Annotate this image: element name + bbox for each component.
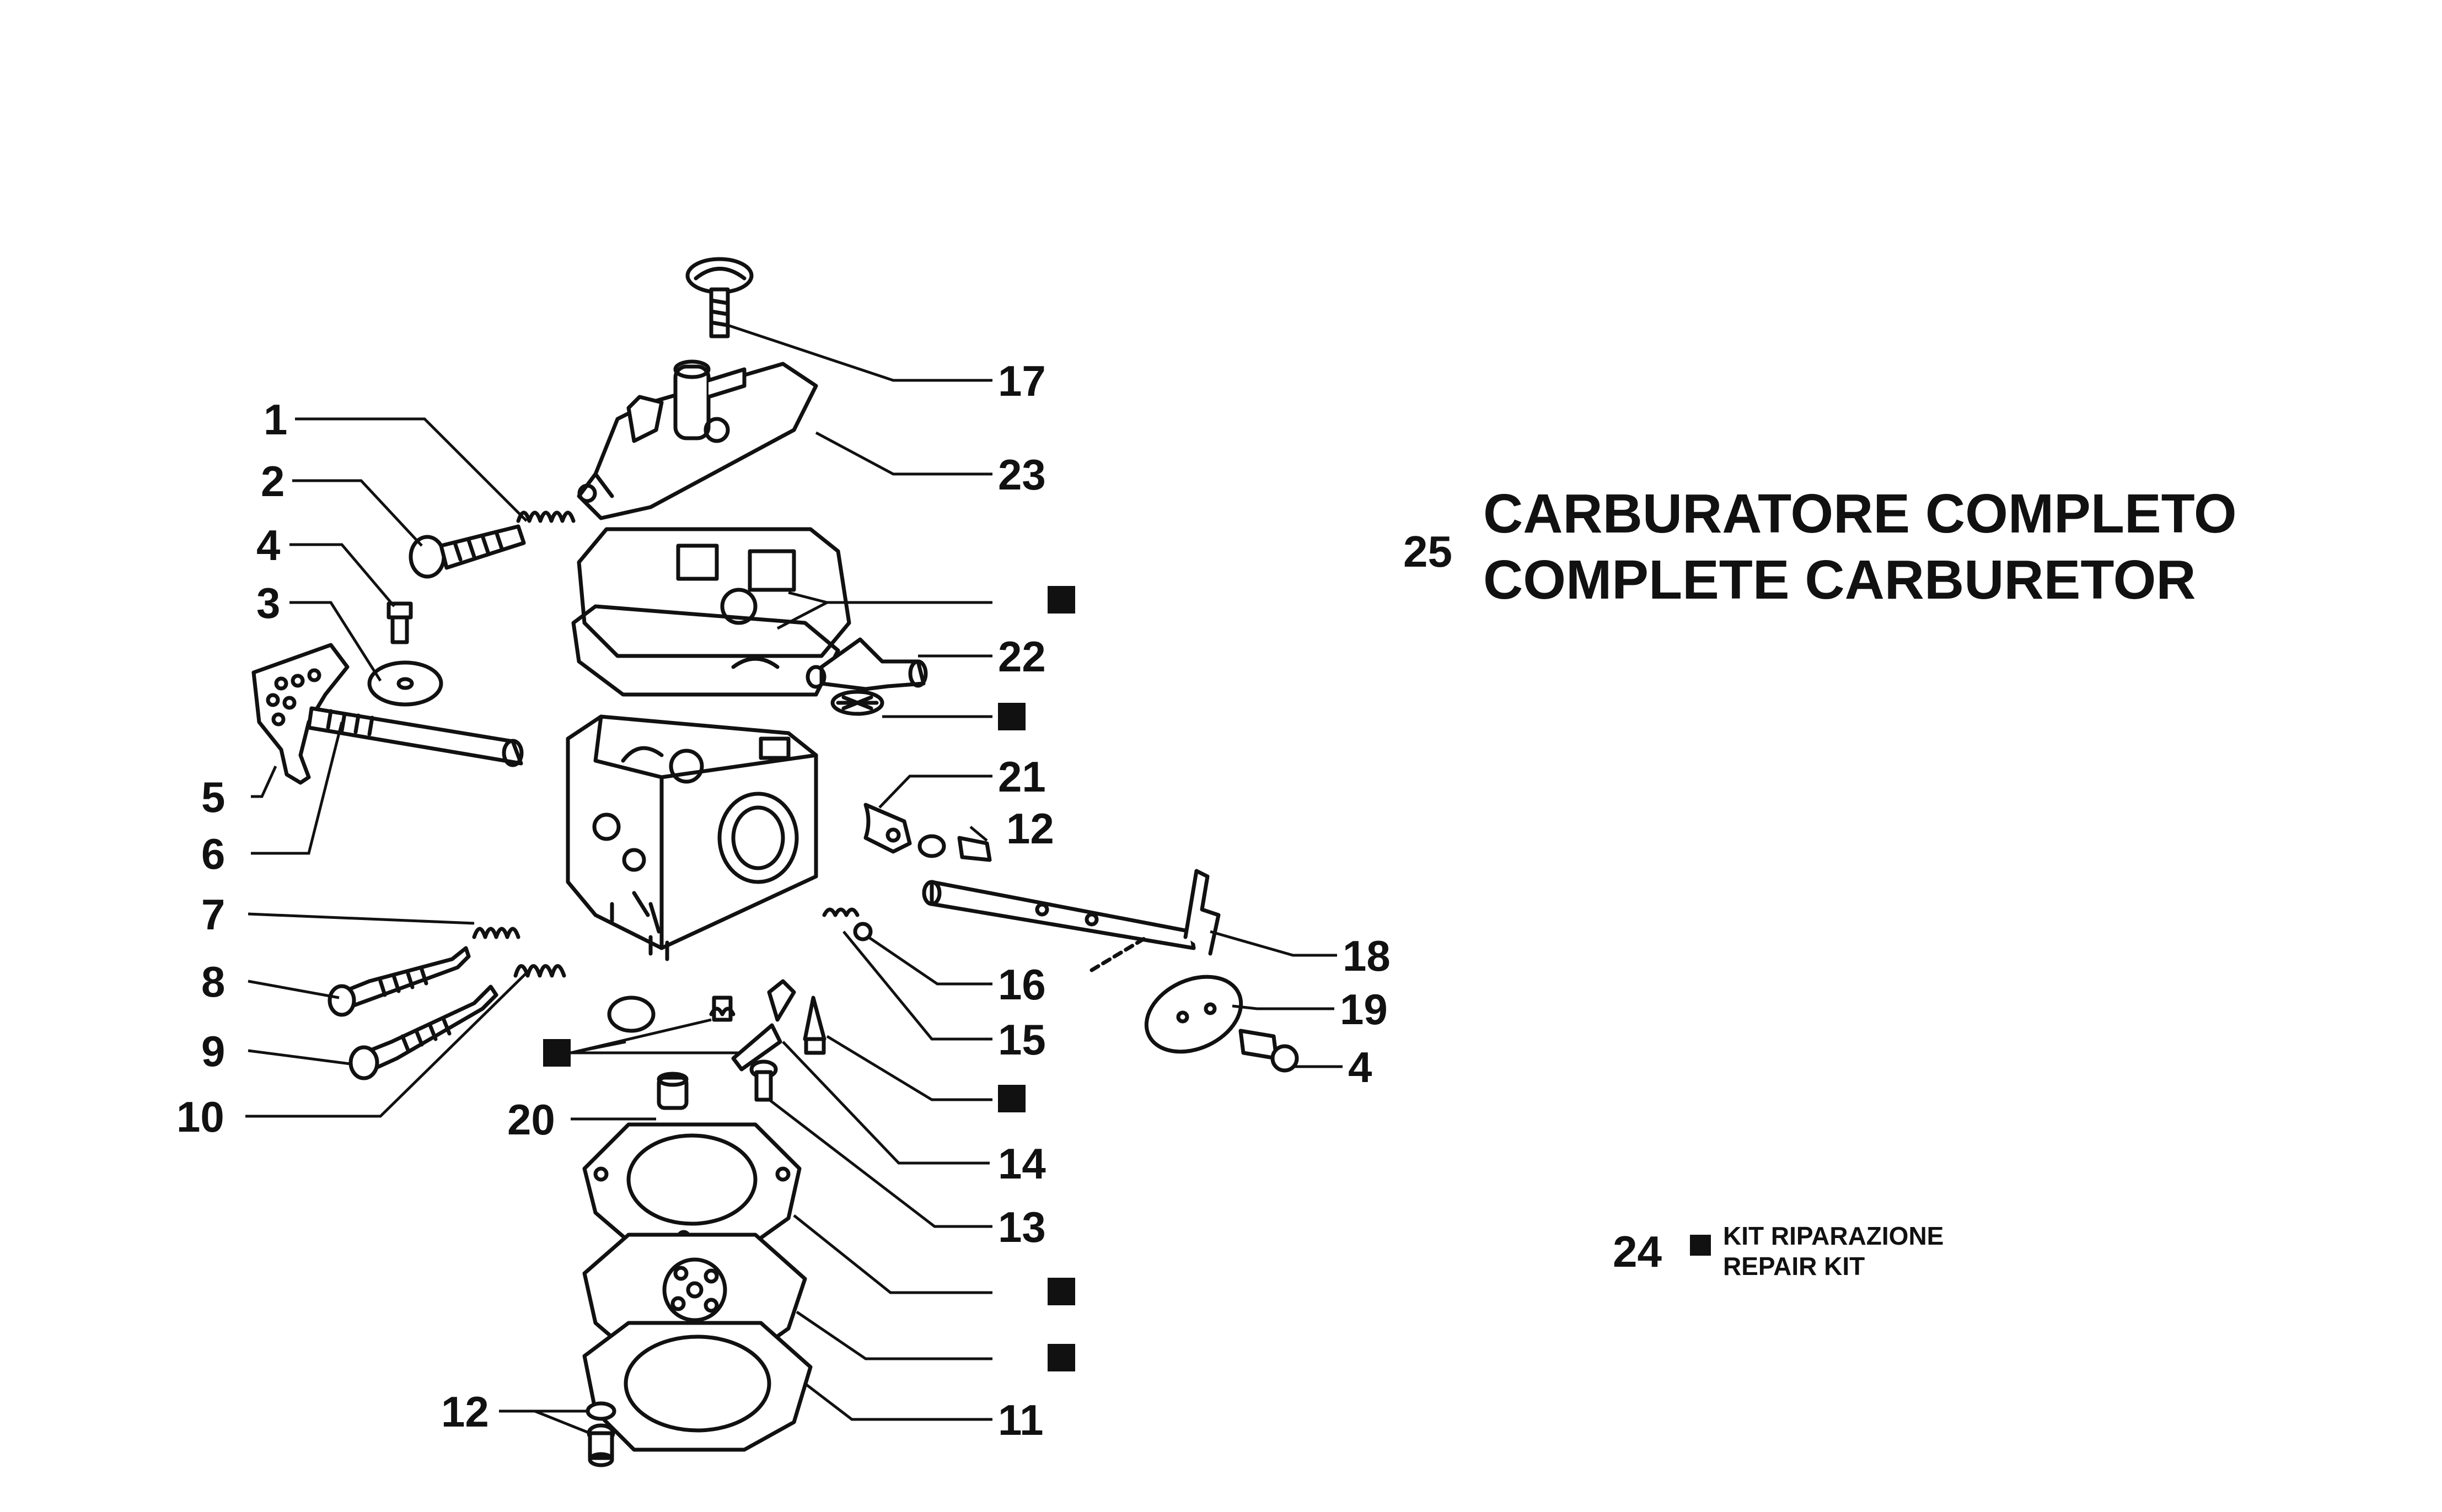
part-fuel-fitting-22 <box>806 637 928 716</box>
callout-12-right: 12 <box>1006 804 1054 853</box>
callout-4-left: 4 <box>256 521 280 569</box>
kit-marker <box>1048 586 1075 614</box>
part-screw-4-left <box>387 601 413 644</box>
part-clip-21 <box>863 803 912 854</box>
kit-marker <box>998 703 1026 730</box>
part-carburetor-body <box>566 714 818 961</box>
callout-23: 23 <box>998 450 1046 499</box>
callout-17: 17 <box>998 357 1046 405</box>
assembly-number: 25 <box>1403 527 1452 576</box>
part-needle-8 <box>328 946 471 1017</box>
callout-11: 11 <box>998 1396 1043 1444</box>
title-english: COMPLETE CARBURETOR <box>1483 549 2196 611</box>
part-screw-17 <box>685 257 754 338</box>
callout-19: 19 <box>1340 985 1388 1034</box>
callout-20: 20 <box>507 1095 555 1144</box>
callout-6: 6 <box>201 830 225 878</box>
leader-lines <box>245 324 1343 1435</box>
callout-5: 5 <box>201 773 225 821</box>
callout-9: 9 <box>201 1027 225 1075</box>
part-pump-cover-23 <box>577 359 818 520</box>
kit-marker <box>1690 1235 1711 1256</box>
part-metering-lever-14 <box>731 979 796 1072</box>
kit-label-english: REPAIR KIT <box>1723 1252 1865 1280</box>
part-choke-shaft-6 <box>307 706 524 767</box>
part-gasket-upper <box>571 527 851 697</box>
callout-8: 8 <box>201 957 225 1006</box>
part-cover-11 <box>582 1321 813 1452</box>
kit-marker <box>543 1039 571 1067</box>
callout-15: 15 <box>998 1015 1046 1064</box>
part-spring-7 <box>472 927 520 939</box>
part-ball-16 <box>853 922 873 941</box>
callout-14: 14 <box>998 1139 1046 1188</box>
part-needle-9 <box>348 984 498 1080</box>
part-metering-spring <box>709 996 736 1022</box>
part-metering-disc <box>607 996 656 1033</box>
part-choke-lever-5 <box>251 643 350 785</box>
callout-1: 1 <box>264 395 287 444</box>
part-washer-screw-12-right <box>917 834 992 862</box>
part-throttle-shaft-18 <box>922 869 1221 956</box>
callout-21: 21 <box>998 752 1046 801</box>
title-italian: CARBURATORE COMPLETO <box>1483 483 2237 545</box>
callout-22: 22 <box>998 632 1046 681</box>
part-fitting-20 <box>657 1072 689 1110</box>
part-throttle-disc-19 <box>1089 935 1243 1054</box>
part-washer-screw-12-lower <box>586 1401 616 1467</box>
part-gasket-lower <box>582 1122 802 1248</box>
part-screw-4-right <box>1238 1029 1299 1073</box>
part-washer-3 <box>367 660 443 707</box>
kit-marker <box>998 1085 1026 1112</box>
callout-7: 7 <box>201 890 225 939</box>
callout-16: 16 <box>998 960 1046 1009</box>
callout-2: 2 <box>261 457 285 505</box>
part-screw-13 <box>749 1059 778 1102</box>
kit-number: 24 <box>1613 1227 1662 1276</box>
callout-4-right: 4 <box>1348 1043 1372 1091</box>
kit-marker <box>1048 1278 1075 1305</box>
kit-label-italian: KIT RIPARAZIONE <box>1723 1222 1944 1250</box>
part-spring-10 <box>513 964 566 978</box>
callout-10: 10 <box>176 1093 224 1141</box>
repair-kit-markers <box>543 586 1711 1371</box>
part-adjust-screw-2 <box>409 524 526 579</box>
callout-3: 3 <box>256 579 280 627</box>
part-inlet-needle <box>803 996 826 1055</box>
callout-12-lower: 12 <box>441 1387 489 1436</box>
part-spring-1 <box>516 510 576 523</box>
part-spring-15 <box>822 907 860 917</box>
kit-marker <box>1048 1344 1075 1371</box>
callout-13: 13 <box>998 1203 1046 1251</box>
callout-18: 18 <box>1343 932 1391 980</box>
